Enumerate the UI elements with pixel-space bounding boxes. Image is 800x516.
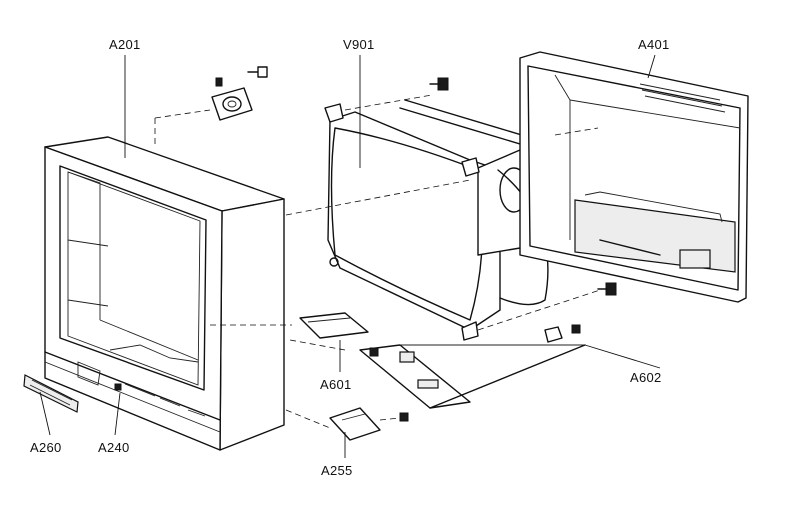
a602-part <box>544 324 581 343</box>
main-board <box>299 312 586 409</box>
label-a401: A401 <box>638 37 670 52</box>
front-cabinet <box>44 136 285 451</box>
label-a240: A240 <box>98 440 130 455</box>
label-v901: V901 <box>343 37 375 52</box>
label-a602: A602 <box>630 370 662 385</box>
a255-part <box>329 407 409 441</box>
crt-tube <box>324 99 551 341</box>
label-a255: A255 <box>321 463 353 478</box>
label-a601: A601 <box>320 377 352 392</box>
speaker-part <box>211 66 268 121</box>
label-a260: A260 <box>30 440 62 455</box>
a260-part <box>23 374 79 413</box>
leader-lines <box>39 54 661 458</box>
back-cover <box>519 51 749 303</box>
assembly-lines <box>154 94 601 429</box>
label-a201: A201 <box>109 37 141 52</box>
